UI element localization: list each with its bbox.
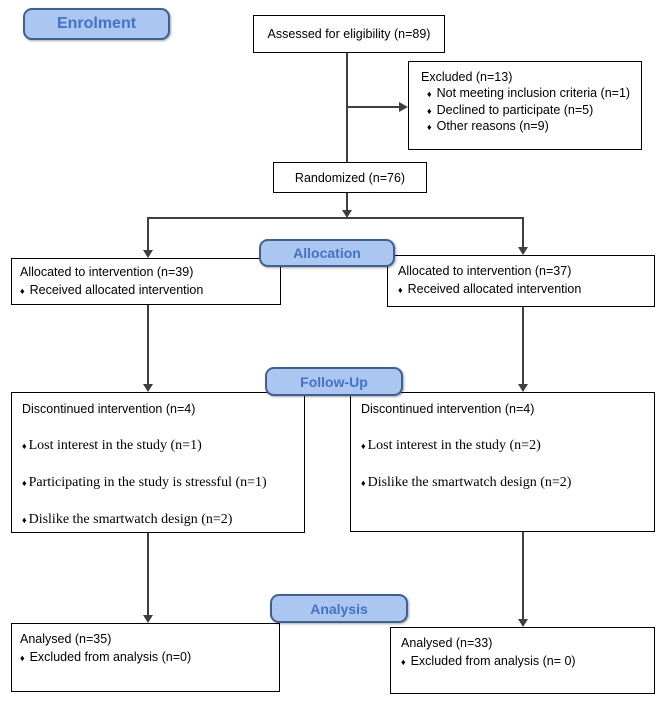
diamond-bullet-icon: ♦	[401, 657, 406, 667]
analysed-left-title: Analysed (n=35)	[20, 632, 112, 646]
allocated-left-box: Allocated to intervention (n=39) ♦ Receiv…	[11, 258, 281, 305]
connector-right-followup-to-analysis	[522, 532, 524, 620]
assessed-for-eligibility-box: Assessed for eligibility (n=89)	[253, 15, 445, 53]
arrow-down-icon	[143, 384, 153, 392]
diamond-bullet-icon: ♦	[427, 89, 432, 99]
arrow-down-icon	[518, 247, 528, 255]
analysed-right-box: Analysed (n=33) ♦ Excluded from analysis …	[390, 627, 655, 694]
bullet-item: ♦ Received allocated intervention	[20, 282, 274, 300]
arrow-down-icon	[518, 619, 528, 627]
connector-assessed-to-randomized	[346, 53, 348, 163]
analysed-left-box: Analysed (n=35) ♦ Excluded from analysis …	[11, 623, 280, 692]
excluded-bullet-list: ♦ Not meeting inclusion criteria (n=1) ♦ D…	[421, 86, 633, 136]
allocated-left-bullet-list: ♦ Received allocated intervention	[20, 282, 274, 300]
connector-left-allocation-to-followup	[147, 305, 149, 385]
connector-left-followup-to-analysis	[147, 533, 149, 616]
bullet-item: ♦ Excluded from analysis (n= 0)	[401, 653, 648, 671]
allocated-right-bullet-list: ♦ Received allocated intervention	[398, 281, 648, 299]
discontinued-left-box: Discontinued intervention (n=4) ♦Lost in…	[11, 392, 305, 533]
analysed-right-bullet-list: ♦ Excluded from analysis (n= 0)	[401, 653, 648, 671]
bullet-item: ♦Dislike the smartwatch design (n=2)	[361, 475, 648, 491]
diamond-bullet-icon: ♦	[22, 441, 27, 451]
diamond-bullet-icon: ♦	[398, 285, 403, 295]
diamond-bullet-icon: ♦	[20, 653, 25, 663]
bullet-text: Not meeting inclusion criteria (n=1)	[436, 86, 631, 100]
diamond-bullet-icon: ♦	[22, 515, 27, 525]
bullet-text: Lost interest in the study (n=2)	[367, 438, 541, 453]
excluded-box: Excluded (n=13) ♦ Not meeting inclusion c…	[408, 61, 642, 150]
bullet-text: Received allocated intervention	[407, 282, 582, 296]
bullet-item: ♦ Declined to participate (n=5)	[427, 103, 633, 120]
bullet-text: Excluded from analysis (n= 0)	[410, 654, 576, 668]
allocated-left-title: Allocated to intervention (n=39)	[20, 265, 194, 279]
bullet-text: Other reasons (n=9)	[436, 119, 549, 133]
randomized-box: Randomized (n=76)	[273, 162, 427, 193]
bullet-item: ♦ Other reasons (n=9)	[427, 119, 633, 136]
diamond-bullet-icon: ♦	[361, 441, 366, 451]
bullet-text: Participating in the study is stressful …	[28, 475, 267, 490]
diamond-bullet-icon: ♦	[427, 105, 432, 116]
connector-randomized-to-split	[346, 193, 348, 211]
enrolment-stage-label: Enrolment	[23, 8, 170, 40]
arrow-down-icon	[342, 210, 352, 218]
arrow-down-icon	[143, 250, 153, 258]
assessed-text: Assessed for eligibility (n=89)	[267, 27, 431, 41]
bullet-item: ♦ Received allocated intervention	[398, 281, 648, 299]
bullet-text: Received allocated intervention	[29, 283, 204, 297]
discontinued-left-bullet-list: ♦Lost interest in the study (n=1) ♦Parti…	[22, 438, 298, 528]
bullet-text: Lost interest in the study (n=1)	[28, 438, 202, 453]
diamond-bullet-icon: ♦	[361, 478, 366, 488]
bullet-item: ♦Participating in the study is stressful…	[22, 475, 298, 491]
excluded-title: Excluded (n=13)	[421, 70, 513, 84]
discontinued-left-title: Discontinued intervention (n=4)	[22, 402, 196, 416]
allocation-stage-label: Allocation	[259, 239, 395, 267]
discontinued-right-box: Discontinued intervention (n=4) ♦Lost in…	[350, 392, 655, 532]
arrow-down-icon	[518, 384, 528, 392]
allocated-right-title: Allocated to intervention (n=37)	[398, 264, 572, 278]
discontinued-right-title: Discontinued intervention (n=4)	[361, 402, 535, 416]
connector-split-to-right-allocation	[522, 218, 524, 248]
bullet-item: ♦ Not meeting inclusion criteria (n=1)	[427, 86, 633, 103]
bullet-item: ♦Dislike the smartwatch design (n=2)	[22, 512, 298, 528]
diamond-bullet-icon: ♦	[22, 478, 27, 488]
diamond-bullet-icon: ♦	[20, 286, 25, 296]
analysed-left-bullet-list: ♦ Excluded from analysis (n=0)	[20, 649, 273, 667]
bullet-item: ♦Lost interest in the study (n=1)	[22, 438, 298, 454]
randomized-text: Randomized (n=76)	[294, 170, 406, 185]
arrow-right-icon	[399, 102, 408, 112]
followup-stage-label: Follow-Up	[265, 367, 403, 396]
bullet-item: ♦Lost interest in the study (n=2)	[361, 438, 648, 454]
connector-right-allocation-to-followup	[522, 307, 524, 385]
arrow-down-icon	[143, 615, 153, 623]
bullet-text: Dislike the smartwatch design (n=2)	[28, 512, 233, 527]
allocated-right-box: Allocated to intervention (n=37) ♦ Receiv…	[387, 255, 655, 307]
connector-split-line	[147, 217, 524, 219]
connector-to-excluded	[347, 106, 400, 108]
analysed-right-title: Analysed (n=33)	[401, 636, 493, 650]
bullet-text: Declined to participate (n=5)	[436, 102, 594, 117]
discontinued-right-bullet-list: ♦Lost interest in the study (n=2) ♦Disli…	[361, 438, 648, 491]
analysis-stage-label: Analysis	[270, 594, 408, 623]
connector-split-to-left-allocation	[147, 218, 149, 251]
bullet-item: ♦ Excluded from analysis (n=0)	[20, 649, 273, 667]
diamond-bullet-icon: ♦	[427, 122, 432, 132]
bullet-text: Excluded from analysis (n=0)	[29, 650, 192, 664]
bullet-text: Dislike the smartwatch design (n=2)	[367, 475, 572, 490]
